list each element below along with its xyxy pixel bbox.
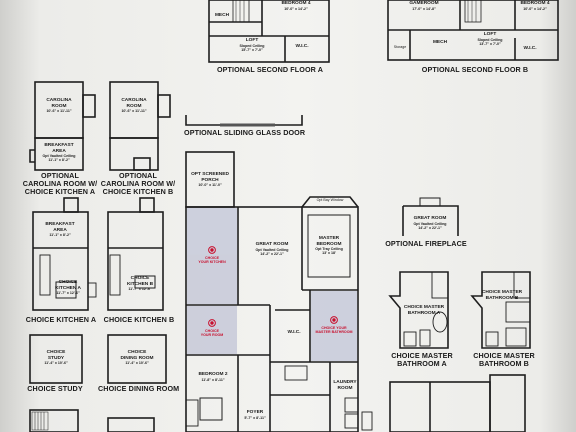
main-floor-plan <box>185 151 373 432</box>
marker-choice-room: CHOICE YOUR ROOM <box>200 329 224 338</box>
fireplace-plan <box>402 197 459 236</box>
target-markers <box>208 246 338 327</box>
marker-choice-kitchen: CHOICE YOUR KITCHEN <box>198 256 226 265</box>
room-kitchen-a-breakfast: BREAKFAST AREA 11'-1" x 8'-2" <box>45 222 75 238</box>
caption-sliding-glass-door: OPTIONAL SLIDING GLASS DOOR <box>184 128 306 137</box>
label-storage: Storage <box>393 45 407 49</box>
caption-study: CHOICE STUDY <box>27 384 83 393</box>
caption-kitchen-a: CHOICE KITCHEN A <box>25 315 97 324</box>
room-carolina-b: CAROLINA ROOM 10'-6" x 11'-11" <box>121 98 147 114</box>
stair-icon <box>31 411 49 431</box>
second-floor-a-plan <box>208 0 330 63</box>
room-bedroom-2: BEDROOM 2 11'-8" x 8'-11" <box>198 372 228 382</box>
marker-choice-master-bath: CHOICE YOUR MASTER BATHROOM <box>315 326 353 335</box>
room-master-bedroom: MASTER BEDROOM Opt Tray Ceiling 13' x 18… <box>315 236 343 256</box>
room-choice-kitchen-b: CHOICE KITCHEN B 11'-7" x 12'-6" <box>126 276 154 292</box>
choice-kitchen-b-plan <box>107 197 164 311</box>
caption-master-bath-a: CHOICE MASTER BATHROOM A <box>391 351 453 369</box>
caption-kitchen-b: CHOICE KITCHEN B <box>103 315 175 324</box>
caption-carolina-b: OPTIONAL CAROLINA ROOM W/ CHOICE KITCHEN… <box>100 171 176 197</box>
second-floor-b-plan <box>387 0 559 61</box>
room-great-room: GREAT ROOM Opt Vaulted Ceiling 14'-2" x … <box>255 242 289 256</box>
room-gameroom: GAMEROOM 17'-0" x 14'-8" <box>409 1 439 11</box>
label-wic-a: W.I.C. <box>295 44 309 49</box>
caption-master-bath-b: CHOICE MASTER BATHROOM B <box>473 351 535 369</box>
room-choice-kitchen-a: CHOICE KITCHEN A 11'-7" x 12'-6" <box>55 280 81 296</box>
room-bedroom4-b: BEDROOM 4 10'-0" x 14'-2" <box>520 1 550 11</box>
label-bay-window: Opt Bay Window <box>316 198 344 202</box>
room-bedroom4-a: BEDROOM 4 10'-0" x 14'-2" <box>281 1 311 11</box>
label-wic-b: W.I.C. <box>523 46 537 51</box>
carolina-room-b-plan <box>109 81 171 171</box>
label-wic-main: W.I.C. <box>287 330 301 335</box>
choice-dining-plan <box>107 334 167 384</box>
carolina-room-a-plan <box>29 81 96 171</box>
room-foyer: FOYER 5'-7" x 8'-11" <box>244 410 266 420</box>
caption-dining: CHOICE DINING ROOM <box>98 384 180 393</box>
room-breakfast-a: BREAKFAST AREA Opt Vaulted Ceiling 11'-1… <box>42 143 76 163</box>
room-loft-b: LOFT Sloped Ceiling 13'-7" x 7'-0" <box>477 32 503 46</box>
caption-second-floor-b: OPTIONAL SECOND FLOOR B <box>421 65 529 74</box>
room-loft-a: LOFT Sloped Ceiling 15'-7" x 7'-0" <box>239 38 265 52</box>
lower-fragments <box>29 374 526 432</box>
option-highlights <box>187 208 357 361</box>
room-choice-study: CHOICE STUDY 11'-4" x 10'-6" <box>44 350 68 366</box>
caption-carolina-a: OPTIONAL CAROLINA ROOM W/ CHOICE KITCHEN… <box>22 171 98 197</box>
choice-study-plan <box>29 334 83 384</box>
room-choice-dining: CHOICE DINING ROOM 11'-4" x 10'-6" <box>120 350 154 366</box>
room-master-bath-a: CHOICE MASTER BATHROOM A <box>403 305 445 316</box>
caption-second-floor-a: OPTIONAL SECOND FLOOR A <box>216 65 324 74</box>
choice-kitchen-a-plan <box>32 197 97 311</box>
room-master-bath-b: CHOICE MASTER BATHROOM B <box>481 290 523 301</box>
room-carolina-a: CAROLINA ROOM 10'-6" x 11'-11" <box>46 98 72 114</box>
room-screened-porch: OPT SCREENED PORCH 10'-0" x 11'-0" <box>191 172 229 188</box>
label-mech-b: MECH <box>432 40 448 45</box>
room-laundry: LAUNDRY ROOM <box>333 380 357 391</box>
caption-fireplace: OPTIONAL FIREPLACE <box>385 239 467 248</box>
room-great-room-fireplace: GREAT ROOM Opt Vaulted Ceiling 14'-2" x … <box>413 216 447 230</box>
master-bath-a-plan <box>388 271 449 349</box>
sliding-glass-door-plan <box>185 115 303 127</box>
label-mech-a: MECH <box>214 13 230 18</box>
master-bath-b-plan <box>470 271 531 349</box>
